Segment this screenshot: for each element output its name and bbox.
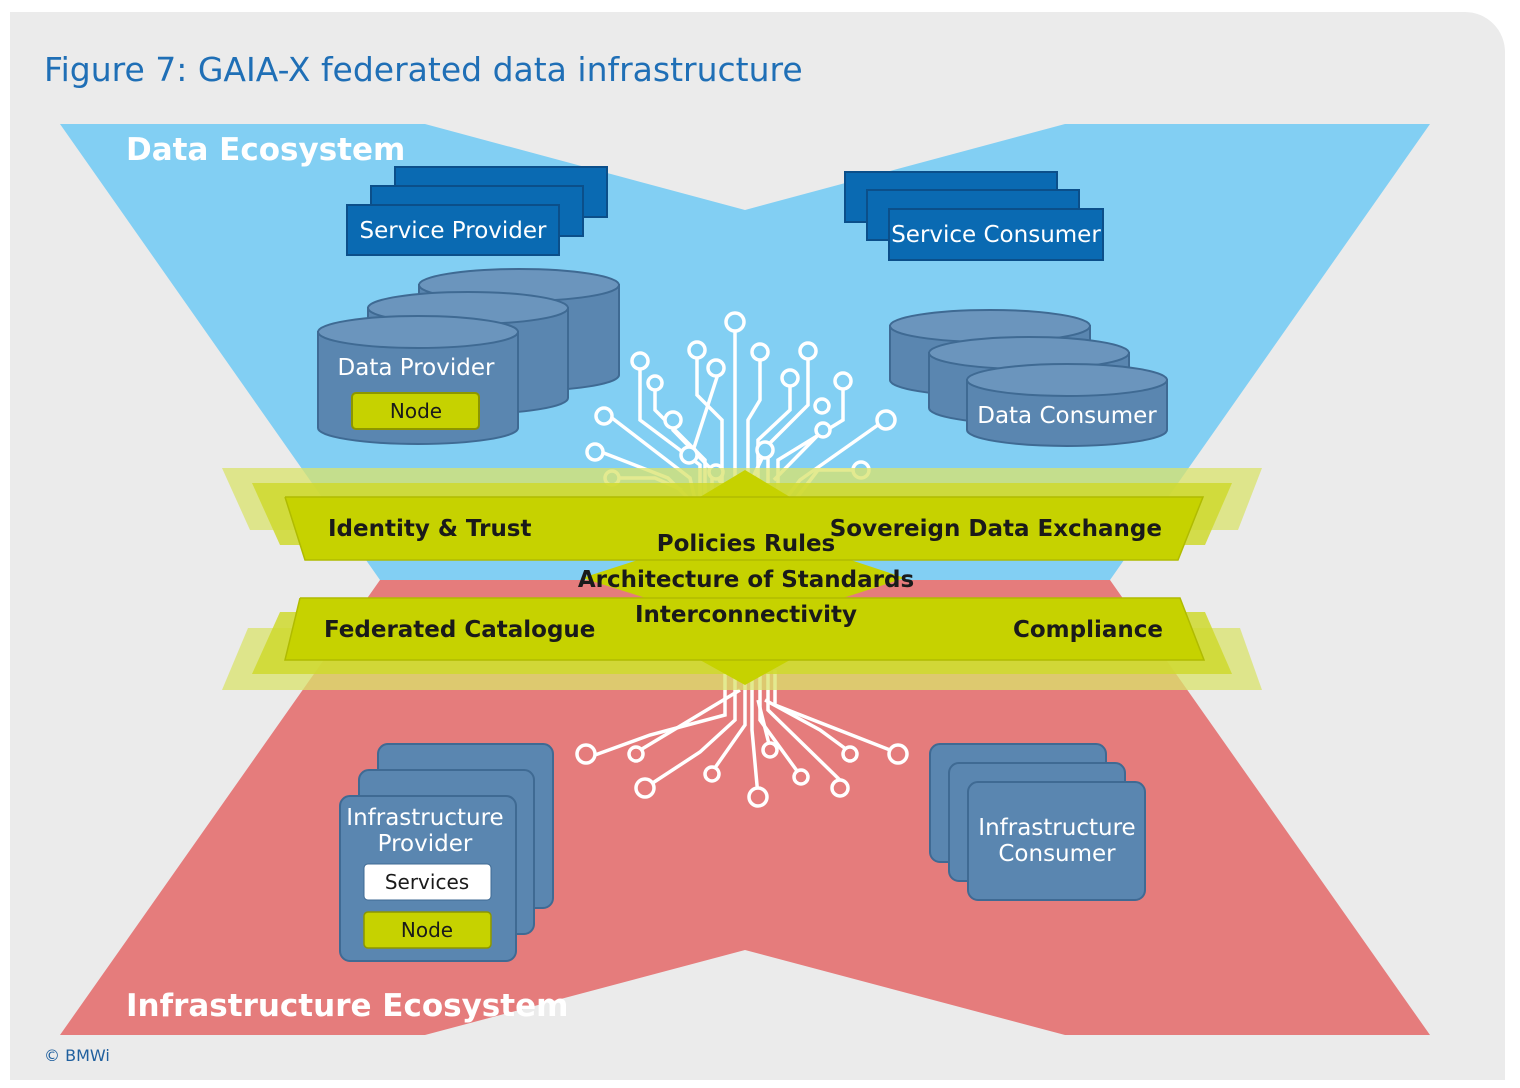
infrastructure-consumer-label-line1: Infrastructure [978, 815, 1135, 841]
compliance-label: Compliance [1013, 617, 1163, 643]
data-provider-node-label: Node [390, 399, 442, 423]
infrastructure-provider-label-line1: Infrastructure [346, 805, 503, 831]
federated-catalogue-label: Federated Catalogue [324, 617, 595, 643]
service-consumer-stack: Service Consumer [844, 171, 1104, 261]
infrastructure-consumer-stack [929, 743, 1146, 901]
identity-trust-label: Identity & Trust [328, 516, 532, 542]
infrastructure-node-label: Node [401, 918, 453, 942]
services-label: Services [385, 870, 469, 894]
data-consumer-cylinders [889, 309, 1168, 447]
data-consumer-label: Data Consumer [977, 403, 1157, 429]
circuit-nodes-bottom [575, 741, 909, 808]
service-provider-stack: Service Provider [346, 166, 608, 256]
data-ecosystem-label: Data Ecosystem [126, 132, 405, 168]
infrastructure-consumer-label-line2: Consumer [998, 841, 1116, 867]
copyright-notice: © BMWi [44, 1046, 110, 1065]
infrastructure-node-box [363, 911, 492, 949]
core-center-diamond [582, 470, 905, 685]
policies-rules-label: Policies Rules [657, 531, 836, 557]
infrastructure-provider-label-line2: Provider [378, 831, 473, 857]
service-consumer-label: Service Consumer [891, 222, 1101, 248]
infrastructure-ecosystem-label: Infrastructure Ecosystem [126, 988, 568, 1024]
sovereign-data-exchange-label: Sovereign Data Exchange [830, 516, 1162, 542]
service-provider-label: Service Provider [359, 218, 547, 244]
services-box [363, 863, 492, 901]
figure-title: Figure 7: GAIA-X federated data infrastr… [44, 50, 803, 89]
core-services-layer [222, 468, 1262, 690]
interconnectivity-label: Interconnectivity [635, 602, 857, 628]
data-provider-node-box [351, 392, 480, 430]
architecture-of-standards-label: Architecture of Standards [578, 567, 914, 593]
data-provider-cylinders [317, 268, 620, 445]
data-provider-label: Data Provider [338, 355, 495, 381]
